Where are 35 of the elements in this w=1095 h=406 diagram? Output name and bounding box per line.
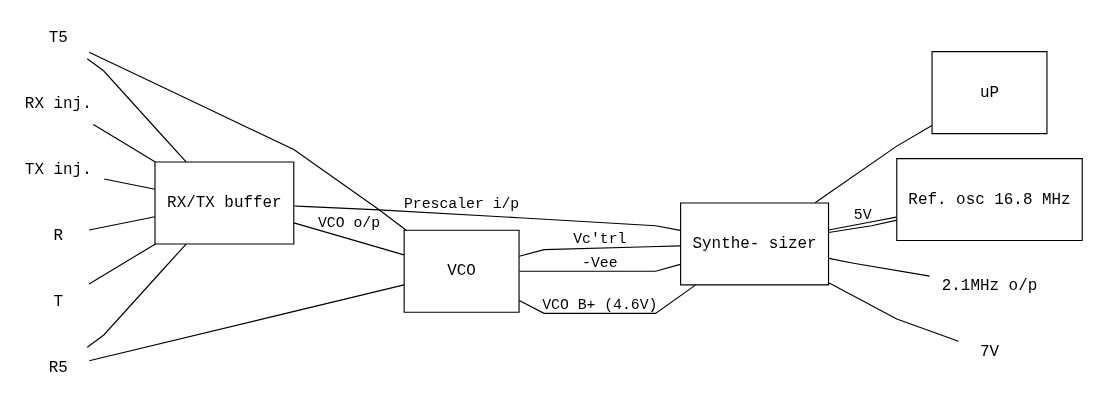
connector xyxy=(293,205,681,231)
edge-label: Prescaler i/p xyxy=(403,196,520,213)
connector xyxy=(92,123,156,163)
node-text: R5 xyxy=(48,359,68,378)
connector xyxy=(814,125,933,204)
edge-label: VCO o/p xyxy=(317,215,381,232)
node-text: 7V xyxy=(979,343,1000,362)
node-text: R xyxy=(53,227,64,246)
node-box: Ref. osc 16.8 MHz xyxy=(896,158,1083,242)
node-box: VCO xyxy=(403,229,520,313)
edge-label: Vc'trl xyxy=(573,231,627,248)
connector xyxy=(518,245,682,257)
connector xyxy=(293,222,405,256)
node-box: uP xyxy=(931,51,1048,135)
node-text: T xyxy=(53,293,64,312)
node-box: Synthe- sizer xyxy=(680,202,830,286)
connector xyxy=(88,284,405,362)
node-text: RX inj. xyxy=(24,95,92,114)
edge-label: VCO B+ (4.6V) xyxy=(542,297,658,314)
connector xyxy=(86,243,187,348)
connector xyxy=(828,257,931,277)
connector xyxy=(88,216,156,231)
connector xyxy=(828,282,959,342)
connector xyxy=(519,263,681,272)
connector xyxy=(103,178,156,190)
connector xyxy=(518,284,696,314)
edge-label: -Vee xyxy=(582,255,618,272)
node-box: RX/TX buffer xyxy=(154,161,295,245)
node-text: 2.1MHz o/p xyxy=(941,277,1038,296)
connector xyxy=(88,243,156,285)
edge-label: 5V xyxy=(853,207,872,224)
connector xyxy=(86,58,187,163)
node-text: T5 xyxy=(48,29,68,48)
connector xyxy=(88,51,407,231)
node-text: TX inj. xyxy=(24,161,92,180)
